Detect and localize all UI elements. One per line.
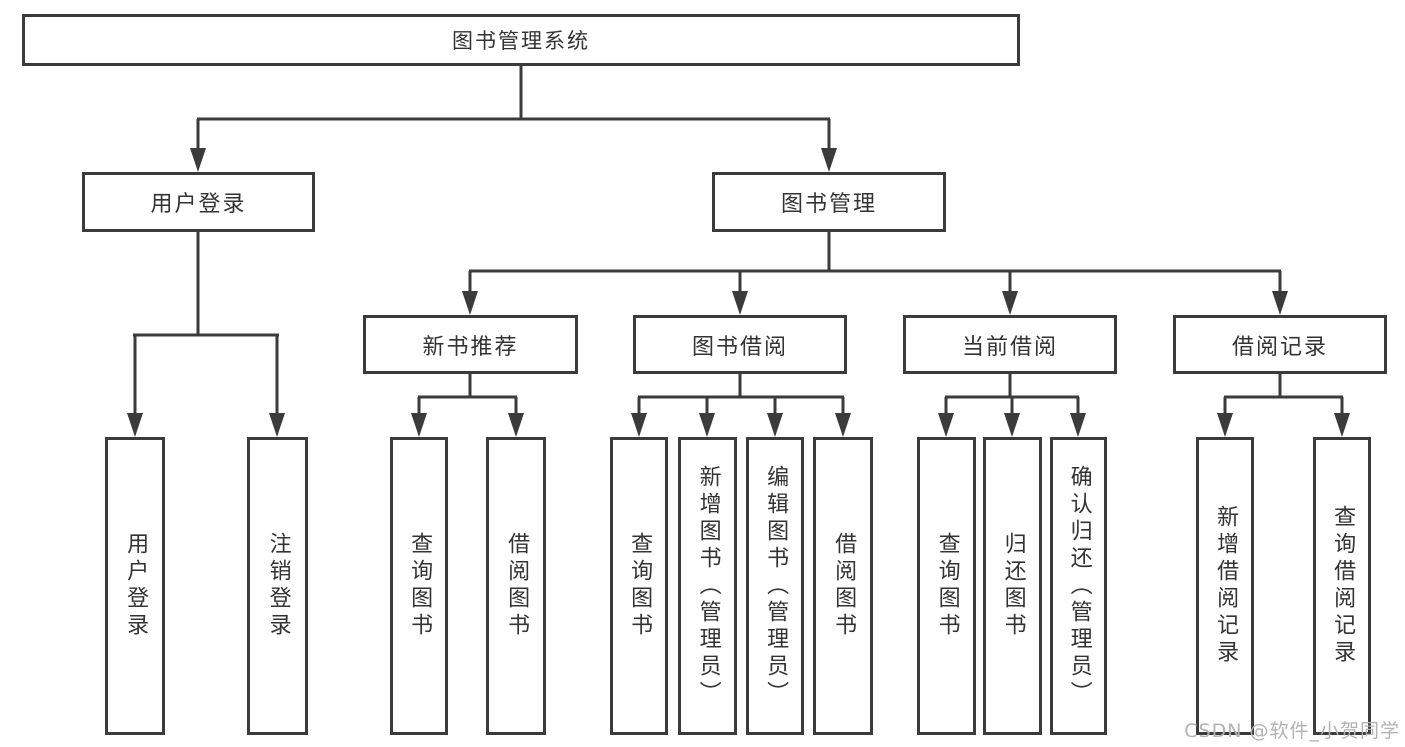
arrowhead: [1004, 413, 1020, 437]
arrowhead: [190, 148, 206, 172]
connector-paths: [133, 66, 1344, 415]
leaf-query-borrow-record: 查询借阅记录: [1313, 437, 1371, 735]
arrowhead: [1070, 413, 1086, 437]
node-book-management: 图书管理: [712, 172, 946, 232]
node-current-borrowing: 当前借阅: [903, 315, 1117, 374]
arrowhead: [462, 291, 478, 315]
leaf-query-books-recommend: 查询图书: [390, 437, 448, 735]
arrowhead: [699, 413, 715, 437]
arrowhead: [821, 148, 837, 172]
arrowhead: [411, 413, 427, 437]
arrowhead: [1272, 291, 1288, 315]
leaf-add-book-admin: 新增图书（管理员）: [678, 437, 737, 735]
arrowhead: [508, 413, 524, 437]
arrowhead: [732, 291, 748, 315]
leaf-confirm-return-admin: 确认归还（管理员）: [1050, 437, 1107, 735]
arrowhead: [631, 413, 647, 437]
arrowhead: [269, 413, 285, 437]
leaf-query-books-current: 查询图书: [917, 437, 976, 735]
leaf-borrow-books-recommend: 借阅图书: [486, 437, 546, 735]
leaf-user-login: 用户登录: [105, 437, 165, 735]
arrowhead: [1002, 291, 1018, 315]
arrowhead: [835, 413, 851, 437]
arrowhead: [767, 413, 783, 437]
node-new-book-recommend: 新书推荐: [363, 315, 578, 374]
leaf-logout: 注销登录: [247, 437, 308, 735]
arrowhead: [1334, 413, 1350, 437]
leaf-return-book: 归还图书: [983, 437, 1042, 735]
leaf-query-books-borrowing: 查询图书: [610, 437, 668, 735]
arrowhead: [127, 413, 143, 437]
leaf-edit-book-admin: 编辑图书（管理员）: [746, 437, 804, 735]
node-user-login: 用户登录: [82, 172, 315, 232]
node-borrowing-records: 借阅记录: [1173, 315, 1387, 374]
node-root: 图书管理系统: [22, 14, 1020, 66]
leaf-add-borrow-record: 新增借阅记录: [1196, 437, 1254, 735]
leaf-borrow-books-borrowing: 借阅图书: [813, 437, 873, 735]
node-book-borrowing: 图书借阅: [633, 315, 847, 374]
arrowhead: [1217, 413, 1233, 437]
arrowhead: [938, 413, 954, 437]
watermark-text: CSDN @软件_小贺同学: [1184, 720, 1400, 742]
